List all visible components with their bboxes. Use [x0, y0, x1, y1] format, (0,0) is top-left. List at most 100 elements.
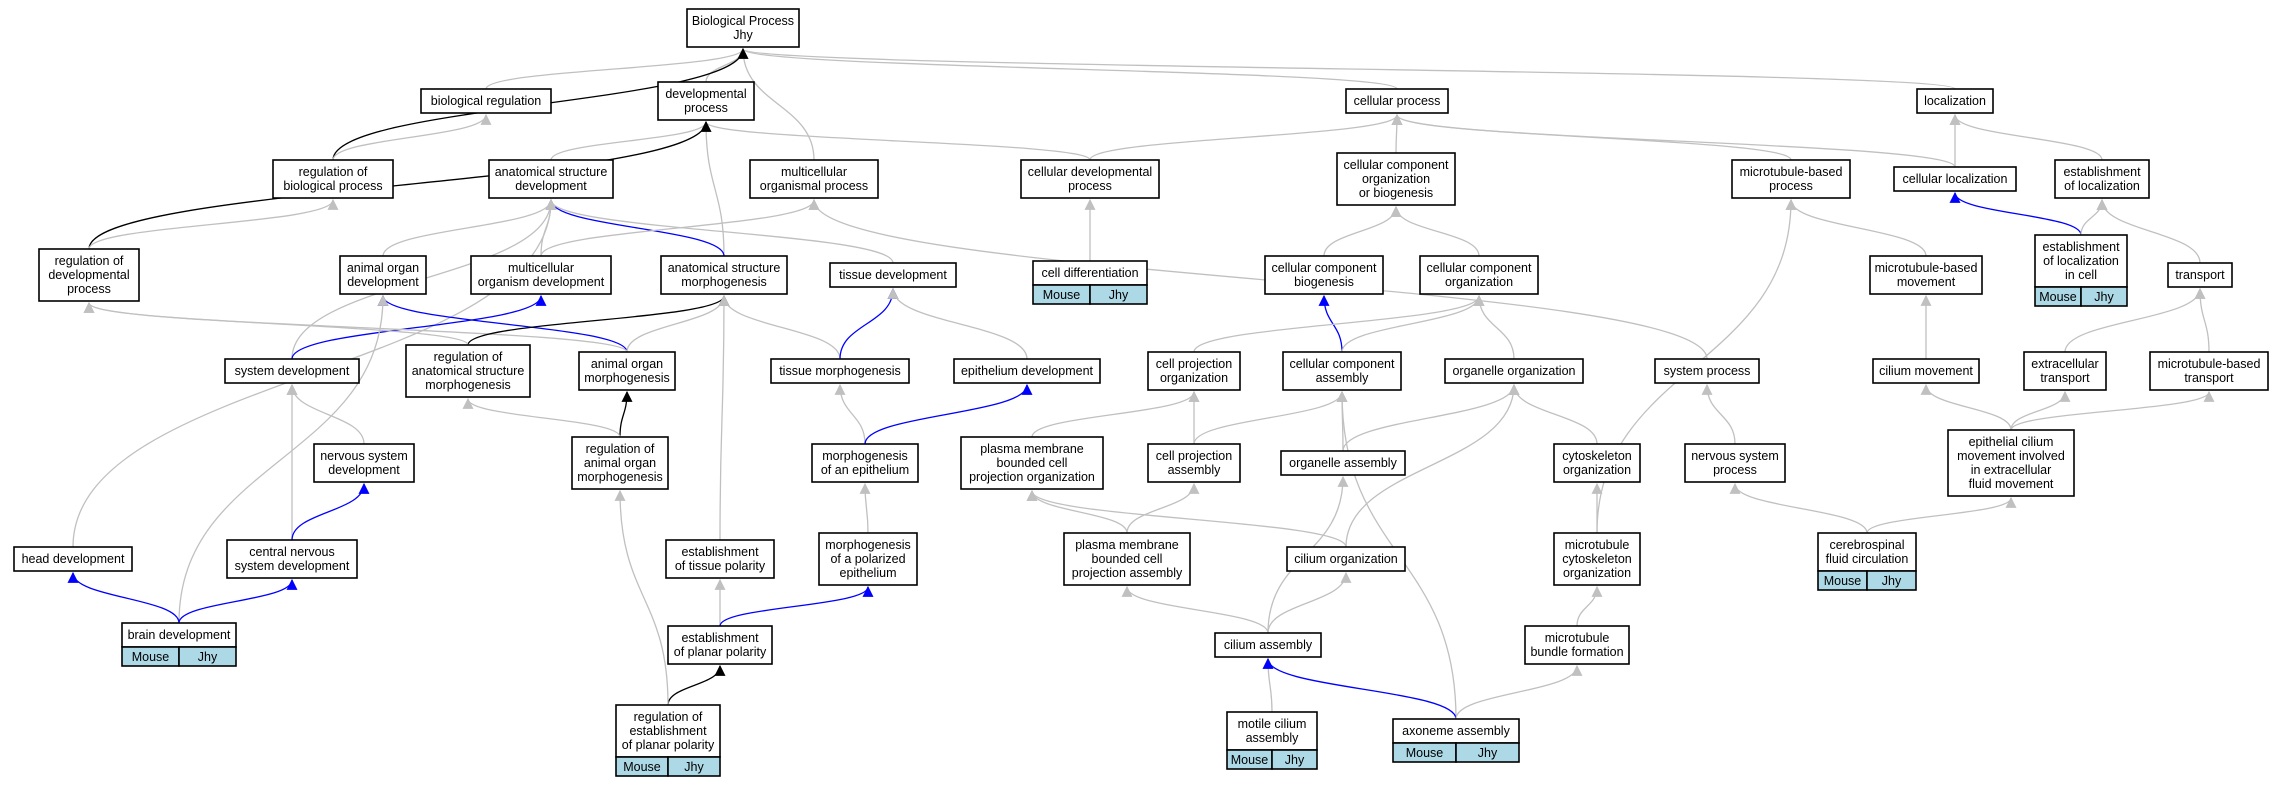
annotation-mouse[interactable]: Mouse: [1392, 742, 1457, 763]
node-box: [38, 248, 140, 302]
annotation-jhy[interactable]: Jhy: [1455, 742, 1520, 763]
go-term-node-sysdev[interactable]: system development: [224, 358, 360, 384]
annotation-jhy[interactable]: Jhy: [1271, 749, 1318, 770]
annotation-jhy[interactable]: Jhy: [1866, 570, 1917, 591]
node-box: [770, 358, 910, 384]
annotation-mouse[interactable]: Mouse: [1226, 749, 1273, 770]
go-term-node-tissuedev[interactable]: tissue development: [829, 262, 957, 288]
annotation-cell: [1271, 749, 1318, 770]
edge-is-a: [462, 397, 621, 438]
node-box: [1419, 255, 1539, 295]
node-label-line: development: [515, 179, 587, 193]
annotation-mouse[interactable]: Mouse: [2034, 286, 2082, 307]
node-box: [667, 625, 773, 665]
go-term-node-bioreg[interactable]: biological regulation: [420, 88, 552, 114]
annotation-label: Jhy: [1882, 574, 1902, 588]
go-term-node-cellloc[interactable]: cellular localization: [1893, 166, 2017, 192]
go-term-node-cellproc[interactable]: cellular process: [1345, 88, 1449, 114]
edge-is-a: [1026, 489, 1347, 548]
go-term-node-transport[interactable]: transport: [2167, 262, 2233, 288]
go-term-node-tissuemorph[interactable]: tissue morphogenesis: [770, 358, 910, 384]
go-term-node-headdev[interactable]: head development: [13, 546, 133, 572]
node-box: [657, 81, 755, 121]
annotation-jhy[interactable]: Jhy: [667, 756, 721, 777]
node-label-line: development: [328, 463, 400, 477]
go-term-node-organelleorg[interactable]: organelle organization: [1444, 358, 1584, 384]
go-term-node-localization[interactable]: localization: [1916, 88, 1994, 114]
node-label-line: cilium assembly: [1224, 638, 1313, 652]
annotation-mouse[interactable]: Mouse: [1817, 570, 1868, 591]
go-term-node-organelleassembly[interactable]: organelle assembly: [1280, 450, 1406, 476]
annotation-label: Mouse: [132, 650, 170, 664]
go-term-node-sysproc[interactable]: system process: [1654, 358, 1760, 384]
node-label-line: organization: [1362, 172, 1430, 186]
node-label-line: brain development: [128, 628, 231, 642]
annotation-cell: [667, 756, 721, 777]
go-term-node-ciliumorg[interactable]: cilium organization: [1286, 546, 1406, 572]
go-term-node-ciliumassembly[interactable]: cilium assembly: [1214, 632, 1322, 658]
annotation-mouse[interactable]: Mouse: [121, 646, 180, 667]
go-term-node-ciliummove[interactable]: cilium movement: [1872, 358, 1980, 384]
annotation-mouse[interactable]: Mouse: [1032, 284, 1091, 305]
node-label-line: cellular component: [1344, 158, 1449, 172]
edge-part-of: [1262, 657, 1457, 720]
annotation-jhy[interactable]: Jhy: [178, 646, 237, 667]
go-term-node-epidev[interactable]: epithelium development: [953, 358, 1101, 384]
edge-is-a: [737, 47, 1398, 90]
annotation-jhy[interactable]: Jhy: [1089, 284, 1148, 305]
node-box: [420, 88, 552, 114]
node-label-line: regulation of: [299, 165, 368, 179]
node-label-line: bounded cell: [1092, 552, 1163, 566]
annotation-mouse[interactable]: Mouse: [615, 756, 669, 777]
node-label-line: regulation of: [434, 350, 503, 364]
edge-is-a: [1473, 294, 1515, 360]
edge-is-a: [887, 287, 1028, 360]
annotation-jhy[interactable]: Jhy: [2080, 286, 2128, 307]
node-label-line: establishment: [2042, 240, 2120, 254]
